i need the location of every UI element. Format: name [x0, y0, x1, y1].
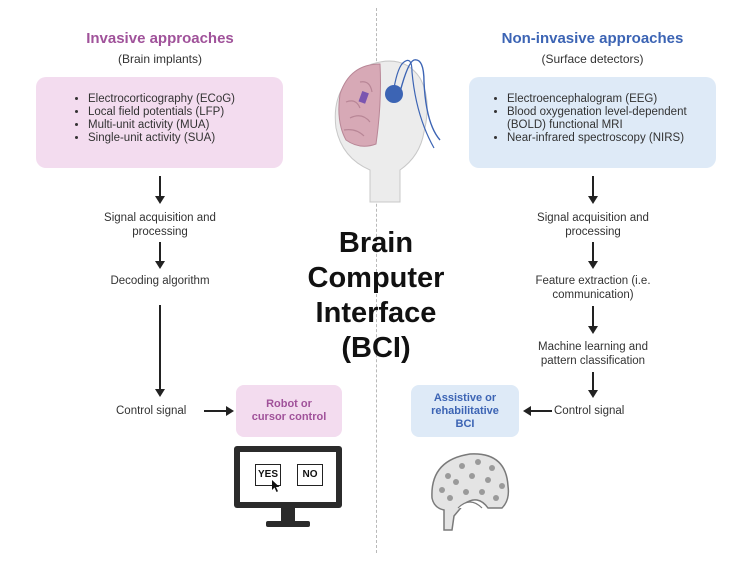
invasive-method-item: Multi-unit activity (MUA)	[88, 119, 269, 132]
noninvasive-arrow-3	[592, 306, 594, 328]
yes-button: YES	[255, 464, 281, 486]
noninvasive-method-item: Blood oxygenation level-dependent (BOLD)…	[507, 106, 706, 132]
noninvasive-step-signal: Signal acquisition and processing	[537, 212, 649, 238]
noninvasive-arrowhead-2	[588, 261, 598, 269]
noninvasive-step-feature: Feature extraction (i.e. communication)	[535, 275, 651, 301]
invasive-arrowhead-2	[155, 261, 165, 269]
invasive-arrow-2	[159, 242, 161, 263]
noninvasive-method-item: Near-infrared spectroscopy (NIRS)	[507, 132, 706, 145]
eeg-cap-icon	[431, 453, 510, 531]
noninvasive-output-box: Assistive or rehabilitative BCI	[411, 385, 519, 437]
invasive-control-signal: Control signal	[116, 405, 187, 417]
cursor-icon	[272, 480, 280, 492]
noninvasive-arrowhead-3	[588, 326, 598, 334]
invasive-method-item: Local field potentials (LFP)	[88, 106, 269, 119]
monitor-screen	[240, 452, 336, 502]
center-divider	[376, 8, 377, 553]
noninvasive-arrowhead-4	[588, 390, 598, 398]
noninvasive-step-ml: Machine learning and pattern classificat…	[538, 341, 648, 367]
invasive-arrowhead-1	[155, 196, 165, 204]
noninvasive-control-arrow	[530, 410, 552, 412]
noninvasive-arrow-1	[592, 176, 594, 198]
bci-title-line: Computer	[307, 262, 445, 294]
invasive-step-signal: Signal acquisition and processing	[104, 212, 216, 238]
bci-title: Brain Computer Interface (BCI)	[300, 226, 452, 366]
invasive-method-item: Electrocorticography (ECoG)	[88, 93, 269, 106]
invasive-arrow-3	[159, 305, 161, 391]
noninvasive-arrow-2	[592, 242, 594, 263]
noninvasive-control-signal: Control signal	[554, 405, 625, 417]
head-illustration	[334, 59, 441, 203]
bci-title-line: (BCI)	[341, 332, 411, 364]
monitor-icon: YES NO	[234, 446, 342, 508]
invasive-output-box: Robot or cursor control	[236, 385, 342, 437]
invasive-control-arrowhead	[226, 406, 234, 416]
noninvasive-arrow-4	[592, 372, 594, 392]
noninvasive-subtitle: (Surface detectors)	[541, 52, 644, 66]
monitor-base	[266, 521, 310, 527]
noninvasive-methods-box: Electroencephalogram (EEG) Blood oxygena…	[469, 77, 716, 168]
noninvasive-arrowhead-1	[588, 196, 598, 204]
noninvasive-method-item: Electroencephalogram (EEG)	[507, 93, 706, 106]
invasive-arrow-1	[159, 176, 161, 198]
monitor-stand	[281, 508, 295, 522]
noninvasive-title: Non-invasive approaches	[501, 30, 684, 47]
invasive-control-arrow	[204, 410, 227, 412]
invasive-method-item: Single-unit activity (SUA)	[88, 132, 269, 145]
invasive-methods-list: Electrocorticography (ECoG) Local field …	[76, 93, 269, 145]
invasive-title: Invasive approaches	[86, 30, 234, 47]
invasive-arrowhead-3	[155, 389, 165, 397]
no-button: NO	[297, 464, 323, 486]
noninvasive-control-arrowhead	[523, 406, 531, 416]
invasive-step-decoding: Decoding algorithm	[110, 275, 210, 287]
invasive-subtitle: (Brain implants)	[117, 52, 203, 66]
invasive-methods-box: Electrocorticography (ECoG) Local field …	[36, 77, 283, 168]
noninvasive-methods-list: Electroencephalogram (EEG) Blood oxygena…	[495, 93, 706, 145]
bci-title-line: Interface	[315, 297, 437, 329]
bci-title-line: Brain	[338, 227, 414, 259]
